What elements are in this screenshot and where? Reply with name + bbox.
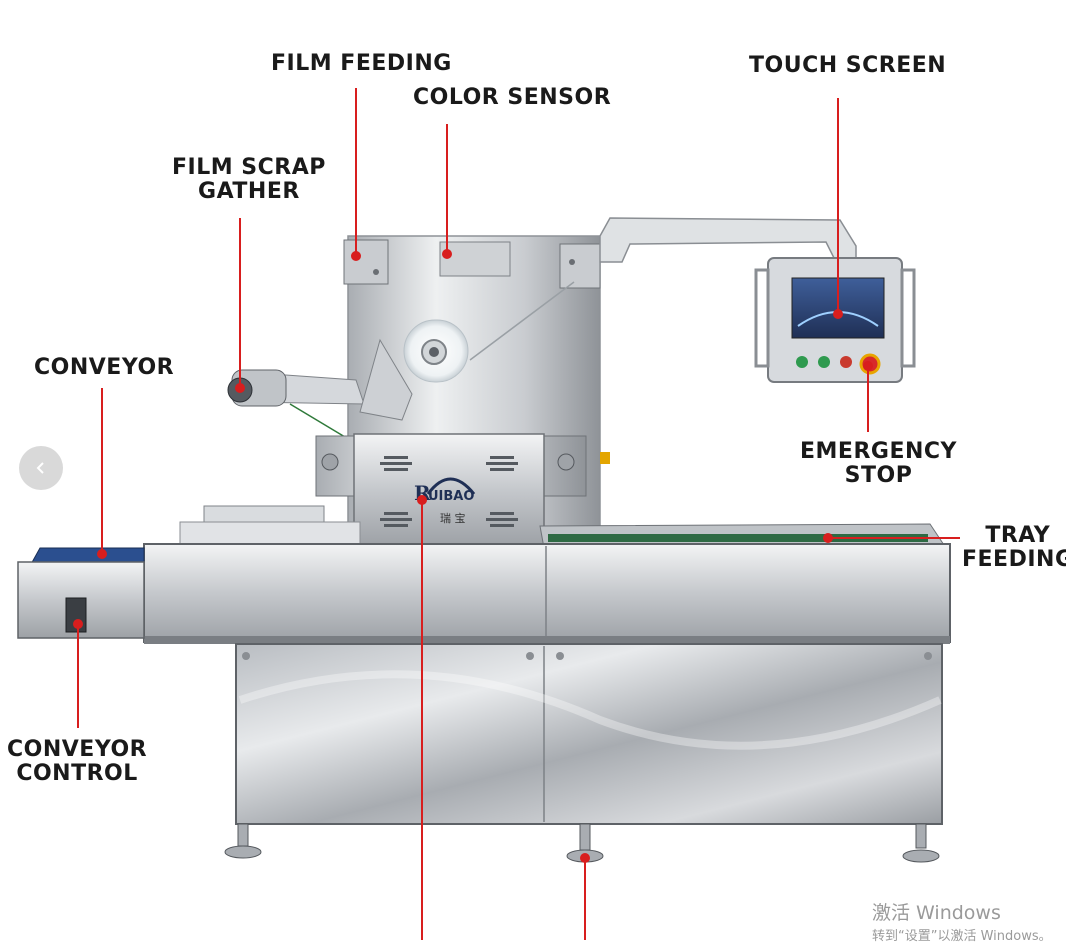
- cabinet-screw: [526, 652, 534, 660]
- touch-screen-handle-left: [754, 268, 770, 368]
- logo-text: UIBAO: [428, 489, 474, 504]
- carousel-prev-button[interactable]: [19, 446, 63, 490]
- left-bracket: [343, 239, 389, 285]
- bracket-bolt: [569, 259, 575, 265]
- color-sensor-block: [439, 241, 511, 277]
- cabinet-screw: [242, 652, 250, 660]
- label-film-scrap-gather: FILM SCRAP GATHER: [172, 155, 326, 204]
- touch-screen-handle-right: [900, 268, 916, 368]
- label-emergency-stop: EMERGENCY STOP: [800, 439, 957, 488]
- label-touch-screen: TOUCH SCREEN: [749, 53, 947, 78]
- cabinet-screw: [924, 652, 932, 660]
- film-strand: [469, 281, 575, 361]
- film-strand: [289, 403, 351, 441]
- cabinet-screw: [556, 652, 564, 660]
- tray-track: [548, 534, 928, 542]
- screen-arm: [599, 217, 857, 263]
- left-deck: [179, 521, 361, 545]
- roll-support: [359, 338, 413, 421]
- label-conveyor: CONVEYOR: [34, 355, 175, 380]
- leader-lines: [73, 88, 960, 940]
- sealing-head-front: [353, 433, 545, 547]
- side-bolt: [557, 453, 575, 471]
- control-button-red: [840, 356, 852, 368]
- leveling-feet: [224, 823, 940, 863]
- vent-slots: [380, 456, 518, 527]
- label-color-sensor: COLOR SENSOR: [413, 85, 612, 110]
- windows-watermark-title: 激活 Windows: [872, 902, 1001, 924]
- windows-watermark-subtitle: 转到“设置”以激活 Windows。: [872, 929, 1052, 944]
- chevron-left-icon: [36, 462, 44, 474]
- label-conveyor-control: CONVEYOR CONTROL: [7, 737, 148, 786]
- control-button-green: [796, 356, 808, 368]
- lower-cabinet: [235, 643, 943, 825]
- bracket-bolt: [373, 269, 379, 275]
- label-film-feeding: FILM FEEDING: [271, 51, 452, 76]
- control-button-green: [818, 356, 830, 368]
- body-trim: [144, 636, 950, 644]
- logo-arc: [426, 477, 476, 495]
- film-roll-hub: [429, 347, 439, 357]
- logo-chinese: 瑞 宝: [440, 511, 466, 525]
- side-bolt: [321, 453, 339, 471]
- cabinet-reflection: [238, 670, 942, 750]
- label-tray-feeding: TRAY FEEDING: [962, 523, 1066, 572]
- right-bracket: [559, 243, 601, 289]
- main-body: [143, 543, 951, 643]
- warning-label: [600, 452, 610, 464]
